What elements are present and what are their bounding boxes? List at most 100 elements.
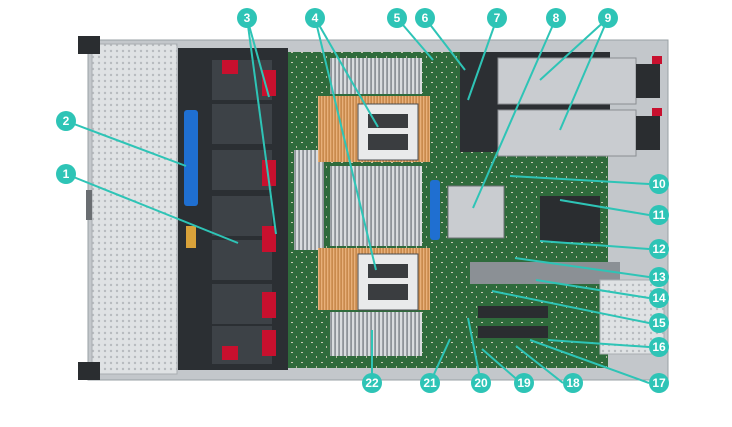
callout-marker bbox=[598, 8, 618, 28]
callout-3: 3 bbox=[237, 8, 257, 28]
leader-line-17 bbox=[529, 339, 650, 384]
leader-line-12 bbox=[539, 240, 650, 250]
callout-label: 14 bbox=[652, 291, 666, 305]
fan-latch bbox=[262, 160, 276, 186]
callout-label: 22 bbox=[365, 376, 379, 390]
power-supply-1 bbox=[497, 57, 637, 105]
callout-8: 8 bbox=[546, 8, 566, 28]
callout-marker bbox=[546, 8, 566, 28]
dimm-bank bbox=[294, 150, 324, 250]
callout-11: 11 bbox=[649, 205, 669, 225]
leader-line-18 bbox=[515, 345, 564, 384]
leader-line-8 bbox=[472, 17, 557, 209]
leader-line-7 bbox=[467, 17, 498, 101]
callout-label: 13 bbox=[652, 270, 666, 284]
leader-line-2 bbox=[65, 120, 187, 167]
callout-label: 11 bbox=[653, 208, 666, 222]
callout-19: 19 bbox=[514, 373, 534, 393]
blue-latch bbox=[184, 110, 198, 206]
leader-line-4a bbox=[314, 17, 379, 128]
callout-label: 15 bbox=[652, 316, 666, 330]
callout-marker bbox=[649, 313, 669, 333]
pcie-slot bbox=[478, 306, 548, 318]
callout-marker bbox=[514, 373, 534, 393]
callout-label: 3 bbox=[244, 11, 251, 25]
callout-label: 16 bbox=[652, 340, 666, 354]
leader-lines bbox=[65, 17, 650, 384]
callout-20: 20 bbox=[471, 373, 491, 393]
leader-line-3b bbox=[246, 17, 277, 235]
leader-line-16 bbox=[547, 339, 650, 348]
callout-marker bbox=[649, 373, 669, 393]
leader-line-1 bbox=[65, 173, 239, 244]
callout-marker bbox=[362, 373, 382, 393]
callout-marker bbox=[56, 164, 76, 184]
processor-1 bbox=[357, 103, 419, 161]
callout-7: 7 bbox=[487, 8, 507, 28]
callout-marker bbox=[387, 8, 407, 28]
processor-2 bbox=[357, 253, 419, 311]
leader-line-10 bbox=[509, 175, 650, 185]
fan-bay bbox=[178, 48, 288, 370]
callout-marker bbox=[649, 174, 669, 194]
riser-latch bbox=[430, 180, 440, 240]
leader-line-3a bbox=[246, 17, 270, 98]
leader-line-9b bbox=[559, 17, 609, 131]
callout-marker bbox=[649, 239, 669, 259]
callout-1: 1 bbox=[56, 164, 76, 184]
callout-label: 10 bbox=[652, 177, 666, 191]
callout-marker bbox=[649, 288, 669, 308]
callout-16: 16 bbox=[649, 337, 669, 357]
callout-marker bbox=[563, 373, 583, 393]
callout-marker bbox=[649, 267, 669, 287]
leader-line-6 bbox=[424, 17, 466, 71]
callout-label: 20 bbox=[474, 376, 488, 390]
leader-line-14 bbox=[535, 279, 650, 299]
callout-label: 17 bbox=[652, 376, 666, 390]
leader-line-4b bbox=[314, 17, 377, 271]
callout-label: 8 bbox=[553, 11, 560, 25]
callout-22: 22 bbox=[362, 373, 382, 393]
callout-9: 9 bbox=[598, 8, 618, 28]
callout-marker bbox=[237, 8, 257, 28]
callout-marker bbox=[305, 8, 325, 28]
callout-label: 9 bbox=[605, 11, 612, 25]
front-drive-bay bbox=[91, 43, 178, 375]
callout-17: 17 bbox=[649, 373, 669, 393]
callout-label: 4 bbox=[312, 11, 319, 25]
dimm-banks bbox=[294, 58, 422, 356]
power-supply-2 bbox=[497, 109, 637, 157]
storage-controller-heatsink bbox=[447, 185, 505, 239]
fan-latch bbox=[262, 70, 276, 96]
fan-latch bbox=[262, 330, 276, 356]
callout-label: 6 bbox=[422, 11, 429, 25]
callout-marker bbox=[415, 8, 435, 28]
fan-handle bbox=[222, 346, 238, 360]
callout-marker bbox=[56, 111, 76, 131]
dimm-bank bbox=[330, 166, 422, 246]
callout-marker bbox=[649, 205, 669, 225]
processor-heatsinks bbox=[318, 96, 430, 311]
callout-marker bbox=[420, 373, 440, 393]
callout-4: 4 bbox=[305, 8, 325, 28]
leader-line-20 bbox=[467, 317, 482, 384]
callout-14: 14 bbox=[649, 288, 669, 308]
pcie-slot bbox=[478, 326, 548, 338]
callout-label: 19 bbox=[517, 376, 531, 390]
callout-label: 1 bbox=[63, 167, 70, 181]
dimm-bank bbox=[330, 312, 422, 356]
callout-15: 15 bbox=[649, 313, 669, 333]
leader-line-11 bbox=[559, 199, 650, 216]
fan-latch bbox=[262, 226, 276, 252]
leader-line-9a bbox=[539, 17, 609, 81]
fan-latch bbox=[262, 292, 276, 318]
fan-handle bbox=[222, 60, 238, 74]
callout-18: 18 bbox=[563, 373, 583, 393]
callout-label: 18 bbox=[566, 376, 580, 390]
callout-13: 13 bbox=[649, 267, 669, 287]
callout-2: 2 bbox=[56, 111, 76, 131]
callout-marker bbox=[471, 373, 491, 393]
callout-label: 21 bbox=[423, 376, 437, 390]
callout-21: 21 bbox=[420, 373, 440, 393]
